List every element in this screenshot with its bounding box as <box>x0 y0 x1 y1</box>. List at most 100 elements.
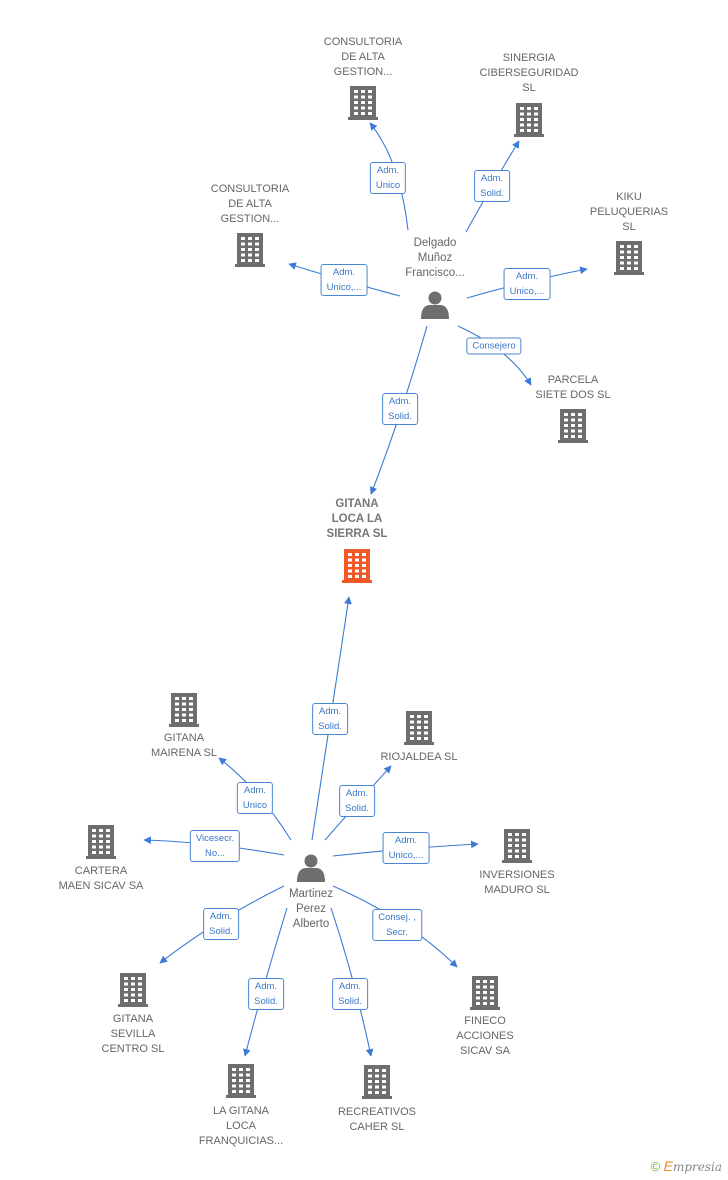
relation-label-line: Adm. <box>480 173 504 184</box>
relation-label-line: Unico,... <box>388 850 424 861</box>
relation-label[interactable]: Vicesecr. No... <box>189 830 241 862</box>
node-label-line: KIKU <box>616 191 642 203</box>
company-building-icon[interactable] <box>118 973 148 1007</box>
node-label-line: CONSULTORIA <box>210 183 290 195</box>
node-label-line: FINECO <box>464 1015 506 1027</box>
relation-label-line: Adm. <box>345 788 369 799</box>
relation-label-line: Adm. <box>254 981 278 992</box>
nodes-layer <box>86 86 644 1099</box>
company-building-icon[interactable] <box>86 825 116 859</box>
relation-label-line: No... <box>204 848 226 859</box>
relation-label-line: Consej. , <box>378 912 416 923</box>
company-building-icon[interactable] <box>235 233 265 267</box>
node-label-line: GITANA <box>163 732 205 744</box>
brand-initial: E <box>663 1158 673 1174</box>
person-icon[interactable] <box>421 291 449 320</box>
relation-label-line: Vicesecr. <box>195 833 235 844</box>
company-label[interactable]: RECREATIVOS CAHER SL <box>338 1105 416 1135</box>
company-building-icon[interactable] <box>514 103 544 137</box>
node-label-line: LA GITANA <box>212 1105 270 1117</box>
brand-name: mpresia <box>672 1160 722 1174</box>
company-building-icon[interactable] <box>558 409 588 443</box>
node-label-line: SL <box>522 82 536 94</box>
node-label-line: SICAV SA <box>460 1045 510 1057</box>
person-icon[interactable] <box>297 854 325 883</box>
relation-label-line: Unico,... <box>326 282 362 293</box>
relation-label-line: Adm. <box>332 267 356 278</box>
node-label-line: PARCELA <box>547 374 599 386</box>
node-label-line: LOCA LA <box>331 513 383 525</box>
node-label-line: Francisco... <box>405 267 465 279</box>
node-label-line: MADURO SL <box>484 884 550 896</box>
node-label-line: GITANA <box>112 1013 154 1025</box>
company-building-icon-focus[interactable] <box>342 549 372 583</box>
relation-label[interactable]: Adm. Solid. <box>339 785 375 817</box>
node-label-line: MAEN SICAV SA <box>58 880 144 892</box>
node-label-line: Alberto <box>292 918 330 930</box>
node-label-line: RECREATIVOS <box>337 1106 417 1118</box>
relation-label-line: Unico <box>242 800 268 811</box>
node-label-line: Perez <box>295 903 327 915</box>
company-building-icon[interactable] <box>362 1065 392 1099</box>
relation-label[interactable]: Adm. Unico <box>236 782 274 814</box>
node-label-line: SINERGIA <box>502 52 556 64</box>
relation-label[interactable]: Adm. Solid. <box>474 170 510 202</box>
company-label[interactable]: PARCELA SIETE DOS SL <box>535 373 610 403</box>
relation-label-line: Adm. <box>209 911 233 922</box>
node-label-line: CONSULTORIA <box>323 36 403 48</box>
relation-label-line: Solid. <box>209 926 233 937</box>
relation-label[interactable]: Consej. , Secr. <box>372 909 422 941</box>
relation-label[interactable]: Adm.Solid. <box>312 703 348 735</box>
relation-label[interactable]: Adm.Unico,... <box>503 268 551 300</box>
relation-label[interactable]: Adm. Solid. <box>248 978 284 1010</box>
company-building-icon[interactable] <box>348 86 378 120</box>
relation-label-line: Consejero <box>472 340 516 352</box>
relation-label-line: Secr. <box>386 927 408 938</box>
relation-label[interactable]: Adm.Solid. <box>332 978 368 1010</box>
relation-label[interactable]: Adm.Unico,... <box>382 832 430 864</box>
relation-label-line: Solid. <box>338 996 362 1007</box>
company-building-icon[interactable] <box>404 711 434 745</box>
relation-label[interactable]: Consejero <box>466 337 522 355</box>
company-building-icon[interactable] <box>169 693 199 727</box>
relation-label[interactable]: Adm. Unico,... <box>320 264 368 296</box>
relation-label-line: Solid. <box>345 803 369 814</box>
company-label[interactable]: GITANA MAIRENA SL <box>151 731 217 761</box>
relation-label-line: Solid. <box>388 411 412 422</box>
node-label-line: GESTION... <box>220 213 280 225</box>
relation-label[interactable]: Adm.Solid. <box>382 393 418 425</box>
node-label-line: GITANA <box>335 498 379 510</box>
node-label-line: Muñoz <box>417 252 453 264</box>
node-label-line: SL <box>622 221 636 233</box>
relation-label[interactable]: Adm. Solid. <box>203 908 239 940</box>
node-label-line: MAIRENA SL <box>150 747 218 759</box>
relation-label[interactable]: Adm.Unico <box>369 162 407 194</box>
company-building-icon[interactable] <box>226 1064 256 1098</box>
relation-label-line: Unico,... <box>509 286 545 297</box>
relation-edge-delgado-c5 <box>457 325 532 386</box>
footer-brand[interactable]: © Empresia <box>651 1158 722 1174</box>
relation-label-line: Adm. <box>243 785 267 796</box>
company-label[interactable]: RIOJALDEA SL <box>380 750 457 765</box>
relation-label-line: Solid. <box>254 996 278 1007</box>
company-building-icon[interactable] <box>502 829 532 863</box>
node-label-line: DE ALTA <box>341 51 385 63</box>
node-label-line: RIOJALDEA SL <box>380 751 458 763</box>
relation-label-line: Solid. <box>480 188 504 199</box>
company-building-icon[interactable] <box>470 976 500 1010</box>
node-label-line: CAHER SL <box>349 1121 405 1133</box>
company-building-icon[interactable] <box>614 241 644 275</box>
node-label-line: SIETE DOS SL <box>535 389 611 401</box>
